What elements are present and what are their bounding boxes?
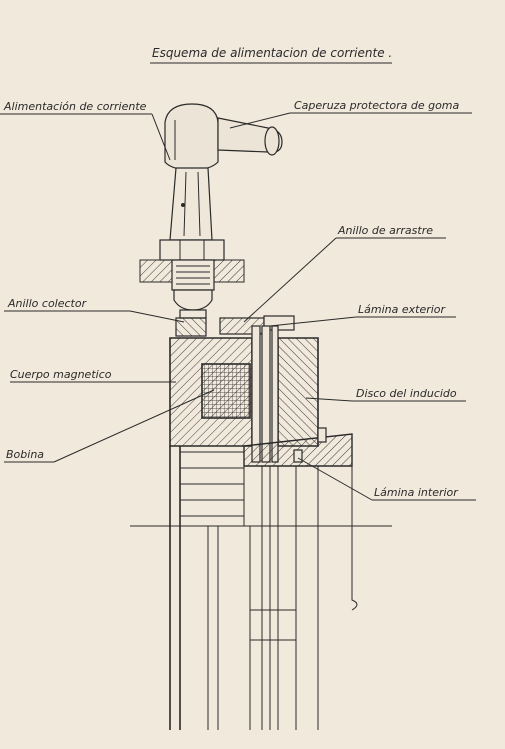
label-lamina-interior: Lámina interior [374, 486, 459, 499]
lamination-plates [251, 325, 279, 463]
label-anillo-arrastre: Anillo de arrastre [337, 224, 433, 237]
label-alimentacion: Alimentación de corriente [3, 100, 147, 113]
supply-stem [169, 167, 213, 241]
collector-brush [173, 289, 213, 319]
label-anillo-colector: Anillo colector [7, 297, 88, 310]
rubber-cap [164, 103, 283, 171]
armature-disc [277, 337, 319, 447]
leader-lines [0, 112, 476, 501]
housing-wall [139, 259, 245, 291]
label-disco-inducido: Disco del inducido [356, 387, 457, 400]
label-lamina-exterior: Lámina exterior [358, 303, 447, 316]
label-caperuza: Caperuza protectora de goma [294, 99, 460, 112]
label-bobina: Bobina [6, 448, 44, 461]
label-cuerpo-magnetico: Cuerpo magnetico [10, 368, 112, 381]
diagram-title: Esquema de alimentacion de corriente . [152, 46, 392, 60]
slip-ring [175, 317, 207, 337]
magnetic-body [169, 337, 253, 447]
shaft-assembly [130, 446, 392, 730]
hex-nut [159, 239, 225, 261]
